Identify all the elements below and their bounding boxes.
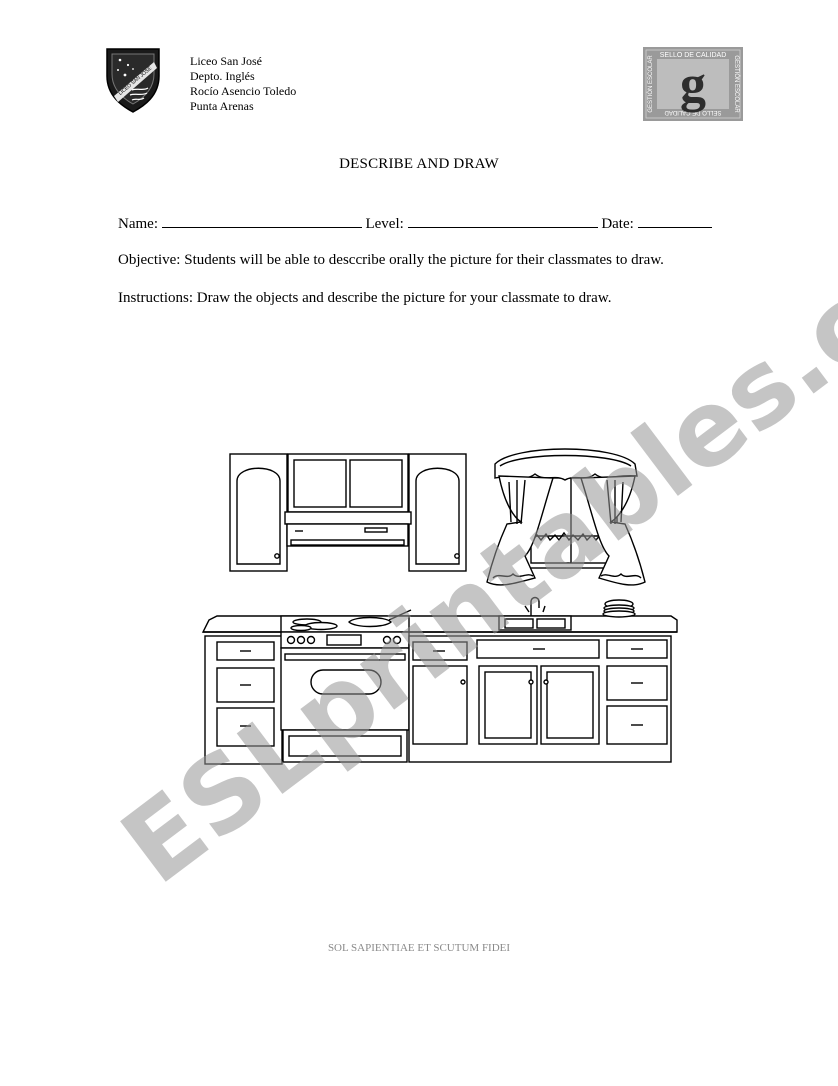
range-hood (284, 511, 412, 547)
seal-bottom-text: SELLO DE CALIDAD (664, 109, 722, 115)
sink-cabinets (408, 635, 672, 763)
school-crest-logo: LICEO SAN JOSÉ (106, 48, 160, 113)
school-info: Liceo San José Depto. Inglés Rocío Asenc… (190, 54, 296, 114)
instructions-text: Instructions: Draw the objects and descr… (118, 290, 612, 306)
teacher-name: Rocío Asencio Toledo (190, 84, 297, 98)
level-field[interactable] (407, 213, 598, 228)
city: Punta Arenas (190, 99, 254, 113)
seal-top-text: SELLO DE CALIDAD (660, 52, 727, 59)
date-field[interactable] (637, 213, 712, 228)
seal-right-text: GESTIÓN ESCOLAR (733, 55, 740, 113)
form-fields: Name: Level: Date: (118, 213, 712, 233)
countertop (201, 615, 678, 633)
level-label: Level: (365, 216, 404, 232)
sink (498, 596, 572, 631)
name-label: Name: (118, 216, 158, 232)
department: Depto. Inglés (190, 69, 255, 83)
date-label: Date: (601, 216, 634, 232)
seal-letter: g (680, 56, 706, 113)
footer-motto: SOL SAPIENTIAE ET SCUTUM FIDEI (327, 942, 511, 954)
kitchen-illustration (201, 448, 678, 765)
name-field[interactable] (161, 213, 362, 228)
upper-cabinets (229, 453, 467, 572)
objective-text: Objective: Students will be able to desc… (118, 252, 664, 268)
stove-oven (280, 609, 412, 763)
seal-left-text: GESTIÓN ESCOLAR (647, 55, 654, 113)
quality-seal-logo: SELLO DE CALIDAD SELLO DE CALIDAD GESTIÓ… (643, 47, 743, 121)
left-drawer-cabinet (204, 635, 283, 765)
stack-of-plates (602, 599, 636, 618)
page-title: DESCRIBE AND DRAW (339, 156, 499, 172)
school-name: Liceo San José (190, 54, 262, 68)
window-with-curtains (486, 448, 646, 586)
